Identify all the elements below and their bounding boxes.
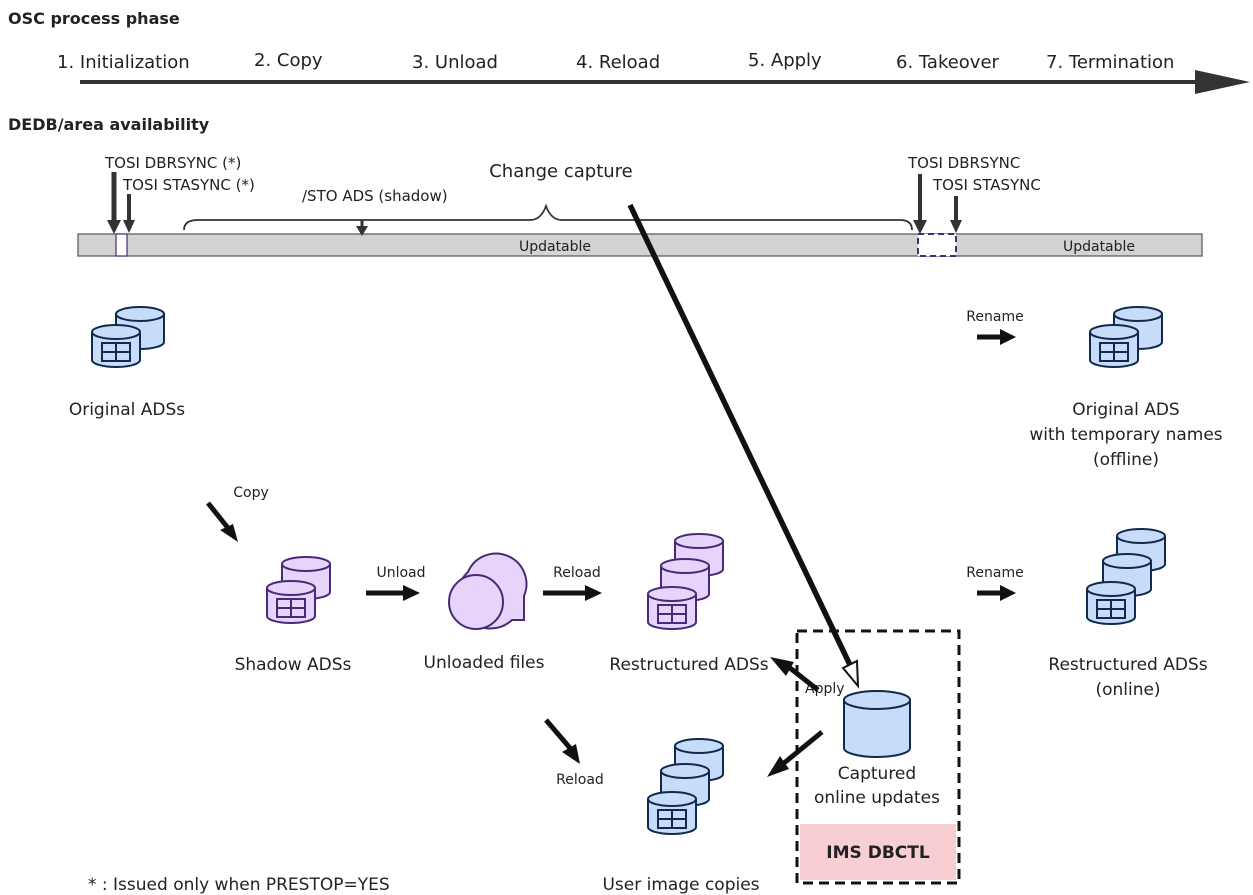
tosi-stasync-end-label: TOSI STASYNC — [932, 176, 1041, 194]
unload-arrowhead — [403, 585, 420, 601]
captured-updates-icon — [843, 690, 911, 758]
shadow-adss-label: Shadow ADSs — [235, 655, 352, 675]
rename-bottom-arrowhead — [1000, 585, 1016, 601]
unloaded-files-icon — [448, 552, 528, 630]
rename-top-arrowhead — [1000, 329, 1016, 345]
ims-dbctl-boundary — [795, 629, 961, 885]
phase-1: 1. Initialization — [57, 52, 190, 73]
apply-arrow-up-head — [770, 657, 794, 676]
reload-top-arrowhead — [585, 585, 602, 601]
reload-bottom-label: Reload — [556, 772, 604, 788]
availability-bar — [77, 233, 1203, 257]
phase-2: 2. Copy — [254, 50, 323, 71]
original-temp-label-line1: Original ADS — [1072, 400, 1179, 420]
reload-bottom-arrow — [544, 718, 572, 750]
restructured-adss-label: Restructured ADSs — [609, 655, 768, 675]
restructured-online-icon — [1087, 528, 1166, 624]
tosi-stasync-start-label: TOSI STASYNC (*) — [122, 176, 255, 194]
footnote: * : Issued only when PRESTOP=YES — [88, 875, 390, 895]
copy-label: Copy — [233, 485, 269, 501]
captured-label-line2: online updates — [814, 788, 940, 808]
phase-timeline-arrowhead — [1195, 70, 1250, 94]
updatable-label-right: Updatable — [1063, 239, 1135, 255]
original-temp-label-line3: (offline) — [1093, 450, 1159, 470]
sto-ads-arrowhead — [356, 226, 368, 236]
unloaded-files-label: Unloaded files — [424, 653, 545, 673]
original-adss-label: Original ADSs — [69, 400, 185, 420]
tosi-stasync-start-arrowhead — [123, 220, 135, 233]
apply-arrow-up — [788, 666, 820, 692]
availability-heading: DEDB/area availability — [8, 115, 210, 134]
ims-dbctl-label: IMS DBCTL — [826, 843, 930, 863]
sto-ads-label: /STO ADS (shadow) — [302, 187, 448, 205]
reload-bottom-arrowhead — [562, 744, 580, 764]
phase-4: 4. Reload — [576, 52, 660, 73]
tosi-dbrsync-start-label: TOSI DBRSYNC (*) — [104, 154, 241, 172]
user-image-copies-icon — [648, 738, 724, 834]
tosi-dbrsync-end-label: TOSI DBRSYNC — [907, 154, 1020, 172]
tosi-dbrsync-end-arrowhead — [913, 220, 927, 234]
user-image-copies-label: User image copies — [602, 875, 759, 895]
quiesce-window-start — [115, 233, 128, 257]
quiesce-window-end — [917, 233, 957, 257]
phase-5: 5. Apply — [748, 50, 822, 71]
ims-dbctl-box — [800, 824, 956, 880]
original-adss-icon — [92, 306, 165, 367]
reload-top-label: Reload — [553, 565, 601, 581]
original-temp-adss-icon — [1090, 306, 1163, 367]
change-capture-label: Change capture — [489, 161, 633, 182]
unload-label: Unload — [376, 565, 425, 581]
rename-top-label: Rename — [966, 309, 1023, 325]
apply-arrow-down — [782, 730, 824, 765]
copy-arrowhead — [220, 524, 238, 542]
captured-label-line1: Captured — [838, 764, 916, 784]
apply-arrow-down-head — [767, 756, 789, 777]
phase-7: 7. Termination — [1046, 52, 1174, 73]
phase-3: 3. Unload — [412, 52, 498, 73]
phase-6: 6. Takeover — [896, 52, 1000, 73]
restructured-online-label-line1: Restructured ADSs — [1048, 655, 1207, 675]
rename-bottom-label: Rename — [966, 565, 1023, 581]
shadow-adss-icon — [267, 556, 331, 623]
tosi-stasync-end-arrowhead — [950, 220, 962, 233]
restructured-adss-icon — [648, 533, 724, 629]
original-temp-label-line2: with temporary names — [1029, 425, 1222, 445]
change-capture-arrow — [627, 203, 853, 667]
change-capture-brace — [183, 203, 913, 231]
change-capture-arrowhead — [841, 659, 860, 689]
tosi-dbrsync-start-arrowhead — [107, 220, 121, 234]
process-phase-heading: OSC process phase — [8, 9, 180, 28]
copy-arrow — [206, 501, 230, 530]
updatable-label-left: Updatable — [519, 239, 591, 255]
restructured-online-label-line2: (online) — [1095, 680, 1160, 700]
